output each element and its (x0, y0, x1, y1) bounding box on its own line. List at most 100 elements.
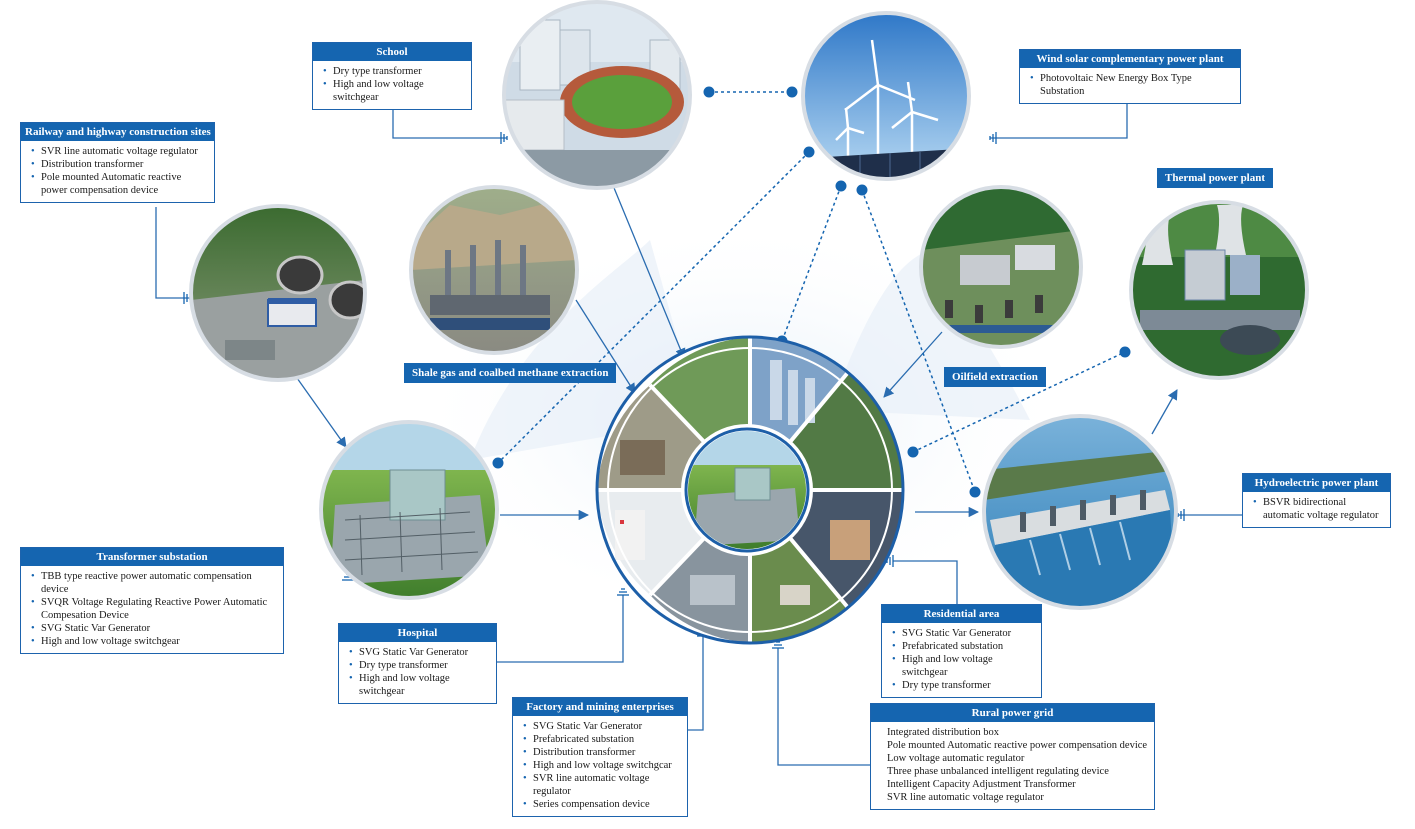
list-item: Dry type transformer (892, 679, 1035, 692)
list-item: Distribution transformer (523, 746, 681, 759)
rural-title: Rural power grid (871, 704, 1154, 722)
residential-items: SVG Static Var Generator Prefabricated s… (882, 623, 1041, 697)
connector-lines (155, 92, 1242, 766)
ground-icon (500, 132, 508, 144)
list-item: Distribution transformer (31, 158, 208, 171)
list-item: Prefabricated substation (523, 733, 681, 746)
transformer-items: TBB type reactive power automatic compen… (21, 566, 283, 653)
arrow-oil-to-center (883, 331, 943, 398)
thermal-title: Thermal power plant (1157, 168, 1274, 188)
residential-leader-line (893, 560, 958, 605)
school-box: School Dry type transformer High and low… (312, 42, 472, 110)
hydro-items: BSVR bidirectional automatic voltage reg… (1243, 492, 1390, 527)
rural-items: Integrated distribution box Pole mounted… (871, 722, 1154, 809)
list-item: SVG Static Var Generator (349, 646, 490, 659)
dotted-wind-transformer (497, 151, 810, 464)
wind-solar-box: Wind solar complementary power plant Pho… (1019, 49, 1241, 104)
arrow-shale-to-center (575, 299, 636, 394)
railway-title: Railway and highway construction sites (21, 123, 214, 141)
dot (786, 86, 798, 98)
shale-title: Shale gas and coalbed methane extraction (404, 363, 617, 383)
wind-solar-scene (801, 11, 971, 181)
school-leader-line (392, 97, 507, 139)
list-item: High and low voltage switchgear (349, 672, 490, 698)
hydro-title: Hydroelectric power plant (1243, 474, 1390, 492)
list-item: SVG Static Var Generator (31, 622, 277, 635)
hospital-title: Hospital (339, 624, 496, 642)
ground-icon (989, 132, 997, 144)
center-hub (595, 335, 905, 645)
dot (1119, 346, 1131, 358)
list-item: Photovoltaic New Energy Box Type Substat… (1030, 72, 1234, 98)
list-item: High and low voltage switchgear (31, 635, 277, 648)
ground-icon (772, 641, 784, 649)
list-item: TBB type reactive power automatic compen… (31, 570, 277, 596)
list-item: SVG Static Var Generator (892, 627, 1035, 640)
shale-gas-scene (409, 185, 579, 355)
arrow-rail-to-transformer (296, 377, 347, 448)
rural-leader-line (777, 648, 870, 766)
arrow-hydro-to-thermal (1151, 389, 1178, 435)
list-item: Integrated distribution box (887, 727, 999, 738)
oilfield-scene (919, 185, 1083, 349)
school-scene (502, 0, 692, 190)
list-item: Low voltage automatic regulator (887, 753, 1025, 764)
transformer-substation-scene (319, 420, 499, 600)
list-item: SVR line automatic voltage regulator (523, 772, 681, 798)
ground-icon (1177, 509, 1185, 521)
ground-icon (617, 588, 629, 596)
list-item: BSVR bidirectional automatic voltage reg… (1253, 496, 1384, 522)
list-item: Dry type transformer (349, 659, 490, 672)
hospital-box: Hospital SVG Static Var Generator Dry ty… (338, 623, 497, 704)
school-title: School (313, 43, 471, 61)
list-item: Prefabricated substation (892, 640, 1035, 653)
list-item: SVG Static Var Generator (523, 720, 681, 733)
hospital-leader-line (497, 595, 624, 663)
school-items: Dry type transformer High and low voltag… (313, 61, 471, 109)
dot (803, 146, 815, 158)
list-item: Pole mounted Automatic reactive power co… (31, 171, 208, 197)
list-item: Pole mounted Automatic reactive power co… (887, 740, 1148, 751)
rural-box: Rural power grid Integrated distribution… (870, 703, 1155, 810)
list-item: High and low voltage switchgcar (523, 759, 681, 772)
dot (835, 180, 847, 192)
list-item: SVQR Voltage Regulating Reactive Power A… (31, 596, 277, 622)
list-item: SVR line automatic voltage regulator (887, 792, 1044, 803)
wind-leader-line (990, 92, 1128, 139)
wind-solar-items: Photovoltaic New Energy Box Type Substat… (1020, 68, 1240, 103)
list-item: High and low voltage switchgear (892, 653, 1035, 679)
transformer-title: Transformer substation (21, 548, 283, 566)
transformer-box: Transformer substation TBB type reactive… (20, 547, 284, 654)
dot (856, 184, 868, 196)
list-item: Intelligent Capacity Adjustment Transfor… (887, 779, 1076, 790)
dotted-links (492, 86, 1131, 498)
factory-items: SVG Static Var Generator Prefabricated s… (513, 716, 687, 816)
factory-box: Factory and mining enterprises SVG Stati… (512, 697, 688, 817)
dot (703, 86, 715, 98)
thermal-plant-scene (1129, 200, 1309, 380)
factory-title: Factory and mining enterprises (513, 698, 687, 716)
factory-leader-line (688, 636, 704, 731)
list-item: Three phase unbalanced intelligent regul… (887, 766, 1109, 777)
railway-scene (189, 204, 367, 382)
dot (907, 446, 919, 458)
hydroelectric-scene (982, 414, 1178, 610)
railway-leader-line (155, 207, 190, 299)
dot (492, 457, 504, 469)
residential-title: Residential area (882, 605, 1041, 623)
dotted-wind-center (781, 185, 842, 342)
railway-box: Railway and highway construction sites S… (20, 122, 215, 203)
arrow-school-to-center (611, 182, 686, 359)
oilfield-title: Oilfield extraction (944, 367, 1046, 387)
wind-solar-title: Wind solar complementary power plant (1020, 50, 1240, 68)
list-item: High and low voltage switchgear (323, 78, 465, 104)
railway-items: SVR line automatic voltage regulator Dis… (21, 141, 214, 202)
dot (969, 486, 981, 498)
list-item: SVR line automatic voltage regulator (31, 145, 208, 158)
hospital-items: SVG Static Var Generator Dry type transf… (339, 642, 496, 703)
list-item: Series compensation device (523, 798, 681, 811)
list-item: Dry type transformer (323, 65, 465, 78)
residential-box: Residential area SVG Static Var Generato… (881, 604, 1042, 698)
hydro-box: Hydroelectric power plant BSVR bidirecti… (1242, 473, 1391, 528)
